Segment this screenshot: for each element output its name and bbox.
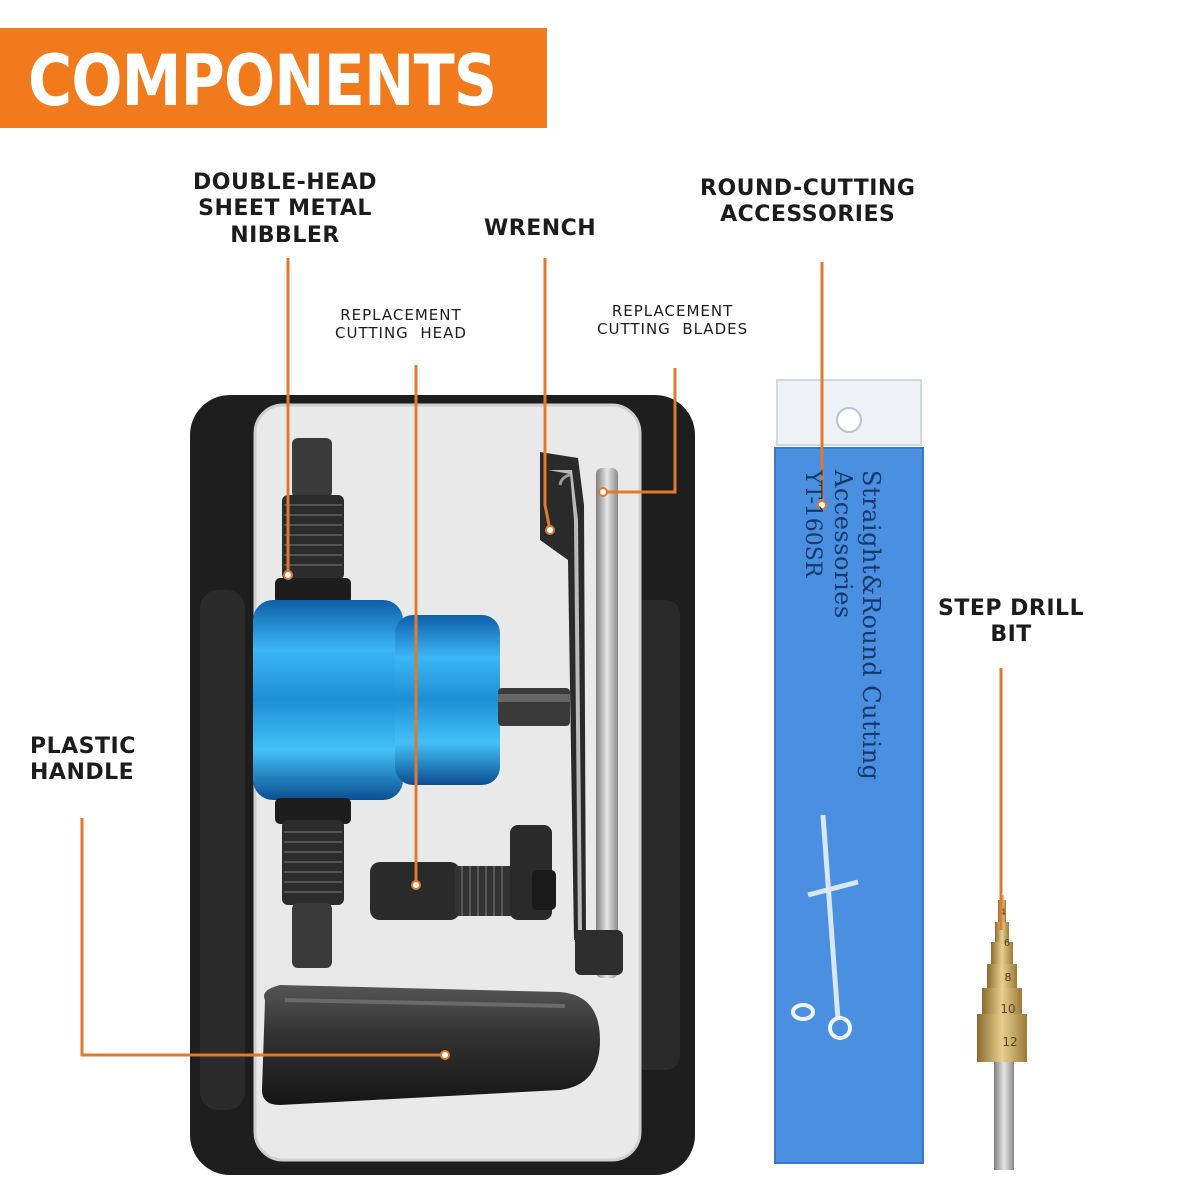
components-banner: COMPONENTS: [0, 28, 547, 128]
drill-mark-6: 6: [1004, 938, 1010, 949]
step-drill-bit: 4 6 8 10 12: [977, 895, 1027, 1170]
nibbler-top-head: [275, 438, 351, 604]
wrench: [540, 452, 586, 940]
label-round-cutting: ROUND-CUTTING ACCESSORIES: [700, 176, 916, 228]
label-step-drill: STEP DRILL BIT: [938, 596, 1085, 648]
replacement-cutting-head: [370, 825, 556, 920]
nibbler-bottom-head: [275, 798, 351, 968]
leader-wrench: [543, 258, 552, 531]
label-nibbler: DOUBLE-HEAD SHEET METAL NIBBLER: [193, 170, 378, 248]
package-model: YT-160SR: [800, 470, 825, 578]
package-label: Straight&Round Cutting Accessories YT-16…: [800, 470, 885, 870]
leader-endpoints: [283, 487, 827, 1060]
leader-handle: [80, 818, 445, 1057]
drill-mark-10: 10: [1000, 1002, 1015, 1016]
accessory-package: [774, 379, 924, 1164]
label-wrench: WRENCH: [484, 216, 597, 241]
label-blades: REPLACEMENT CUTTING BLADES: [597, 302, 749, 338]
drill-mark-12: 12: [1002, 1035, 1017, 1049]
label-handle: PLASTIC HANDLE: [30, 734, 136, 786]
replacement-blades: [575, 468, 623, 978]
nibbler-body: [253, 600, 570, 800]
label-cutting-head: REPLACEMENT CUTTING HEAD: [335, 306, 467, 342]
leader-blades: [603, 368, 677, 494]
package-title: Straight&Round Cutting Accessories: [829, 470, 885, 781]
drill-mark-4: 4: [1000, 908, 1006, 918]
leader-lines: [80, 258, 1003, 1057]
plastic-handle: [262, 985, 600, 1105]
banner-title: COMPONENTS: [28, 40, 497, 122]
drill-mark-8: 8: [1005, 971, 1012, 984]
